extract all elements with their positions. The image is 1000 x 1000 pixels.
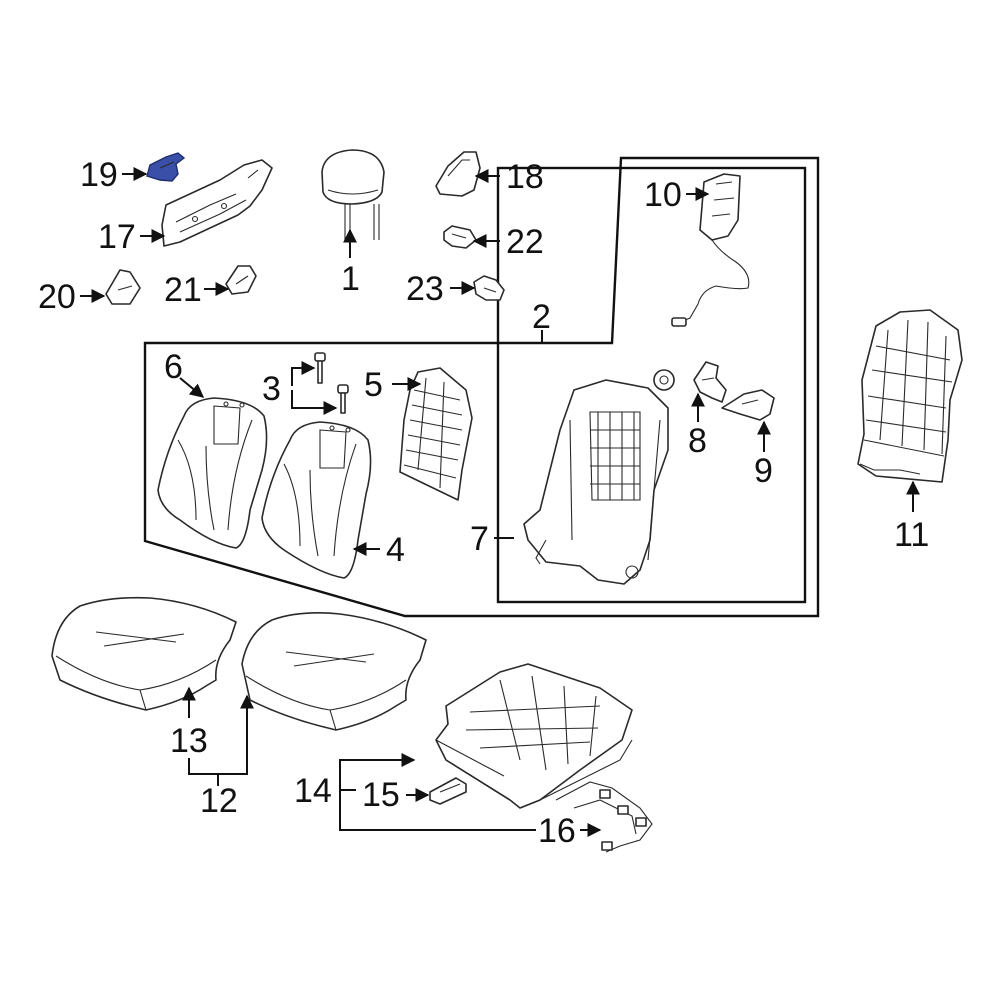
callout-8: 8 — [688, 422, 707, 460]
callout-1: 1 — [341, 260, 360, 298]
part-3-bolts[interactable] — [314, 352, 349, 414]
part-1-headrest[interactable] — [321, 149, 385, 240]
part-18-trim-cover[interactable] — [435, 151, 481, 197]
callout-15: 15 — [362, 776, 400, 814]
part-4-seatback-cover[interactable] — [261, 421, 372, 579]
part-10-side-airbag[interactable] — [671, 173, 750, 327]
part-22-clip[interactable] — [443, 225, 477, 249]
callout-14: 14 — [294, 772, 332, 810]
part-11-seatback-assembly[interactable] — [857, 309, 963, 483]
callout-9: 9 — [754, 452, 773, 490]
part-nut[interactable] — [653, 369, 675, 391]
callout-19: 19 — [80, 156, 118, 194]
callout-13: 13 — [170, 722, 208, 760]
part-7-seatback-frame[interactable] — [523, 379, 669, 585]
callout-22: 22 — [506, 223, 544, 261]
part-6-seatback-cover[interactable] — [157, 397, 268, 549]
callout-18: 18 — [506, 158, 544, 196]
callout-21: 21 — [164, 271, 202, 309]
callout-12: 12 — [200, 782, 238, 820]
callout-5: 5 — [364, 366, 383, 404]
part-21-cover[interactable] — [225, 265, 257, 295]
callout-6: 6 — [164, 348, 183, 386]
part-5-seatback-pad[interactable] — [399, 367, 473, 501]
seatback-frame-group-box — [496, 166, 807, 604]
part-20-cover[interactable] — [105, 269, 141, 305]
part-14-seat-track[interactable] — [435, 663, 633, 809]
callout-10: 10 — [644, 176, 682, 214]
seatback-group-outline — [143, 156, 820, 618]
callout-16: 16 — [538, 812, 576, 850]
part-13-cushion-cover[interactable] — [51, 596, 237, 711]
callout-labels: 19 17 20 21 1 18 22 23 2 3 5 6 4 7 10 8 … — [38, 156, 929, 850]
part-9-bracket[interactable] — [721, 389, 775, 421]
leader-lines — [80, 167, 920, 837]
callout-2: 2 — [532, 298, 551, 336]
callout-23: 23 — [406, 270, 444, 308]
callout-17: 17 — [98, 218, 136, 256]
part-15-control-module[interactable] — [429, 777, 467, 805]
part-12-cushion-cover[interactable] — [241, 612, 427, 731]
callout-7: 7 — [470, 520, 489, 558]
callout-3: 3 — [262, 370, 281, 408]
callout-4: 4 — [386, 531, 405, 569]
part-16-wiring-harness[interactable] — [555, 781, 653, 853]
part-23-clip[interactable] — [473, 275, 505, 301]
part-19-seat-adjuster-knob[interactable] — [146, 152, 186, 182]
part-17-side-shield[interactable] — [161, 159, 273, 247]
callout-20: 20 — [38, 278, 76, 316]
callout-11: 11 — [894, 516, 929, 554]
